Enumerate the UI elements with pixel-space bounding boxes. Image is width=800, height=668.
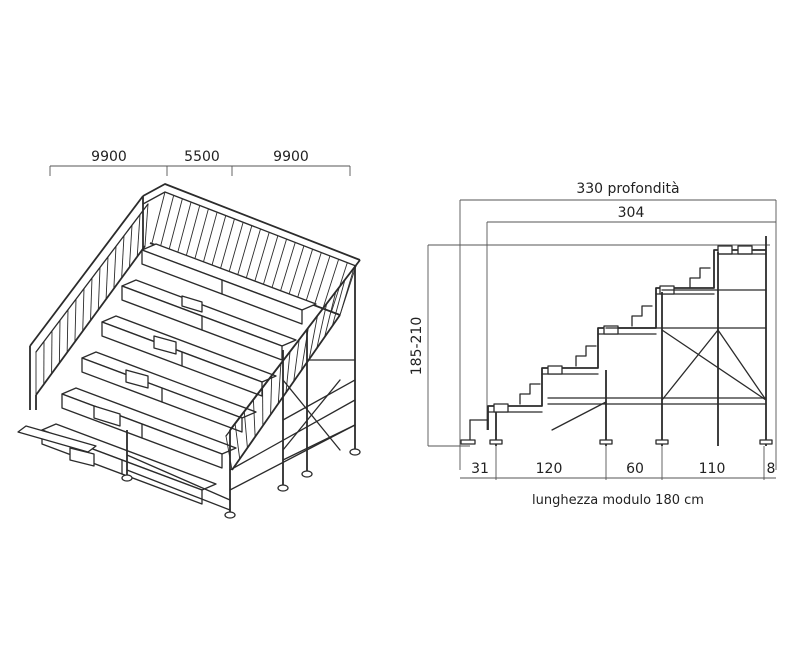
baluster — [185, 205, 201, 257]
baluster — [324, 291, 337, 338]
depth-dimension-lines — [459, 199, 777, 470]
baluster — [97, 267, 101, 310]
riser-detail — [689, 267, 711, 289]
baluster — [82, 288, 85, 332]
baluster — [270, 375, 273, 415]
baluster — [219, 218, 235, 270]
baluster — [254, 232, 270, 283]
baluster — [277, 363, 282, 404]
baluster — [113, 246, 117, 289]
baluster — [322, 259, 340, 309]
baluster — [288, 245, 305, 296]
height-label: 185-210 — [409, 317, 425, 376]
baluster — [237, 225, 253, 276]
side-elevation-view: 330 profondità 304 185-210 — [409, 181, 777, 508]
baluster — [105, 256, 109, 300]
baluster — [128, 225, 133, 268]
step-profile — [487, 245, 766, 430]
support-frame — [35, 265, 361, 519]
baluster — [136, 214, 141, 257]
baluster — [151, 191, 166, 244]
baluster — [66, 309, 69, 353]
baluster — [168, 198, 183, 250]
baluster — [262, 235, 279, 286]
segment-label-5: 8 — [767, 461, 776, 477]
back-railing — [142, 183, 361, 316]
baluster — [279, 242, 296, 293]
dimension-label-right: 9900 — [273, 149, 309, 165]
segment-label-4: 110 — [699, 461, 726, 477]
baluster — [316, 303, 328, 349]
baluster — [271, 238, 287, 289]
left-handrail — [29, 195, 149, 410]
baluster — [202, 212, 218, 263]
step-box — [717, 245, 733, 255]
baluster — [308, 315, 318, 360]
baluster — [331, 279, 346, 327]
step-box — [547, 365, 563, 375]
baluster — [228, 222, 244, 273]
baluster — [160, 195, 175, 247]
baluster — [90, 277, 93, 321]
seating-steps — [41, 243, 317, 505]
dimension-label-left: 9900 — [91, 149, 127, 165]
inner-depth-label: 304 — [618, 205, 645, 221]
height-dimension-line — [427, 244, 770, 447]
baluster — [225, 435, 233, 471]
segment-label-2: 120 — [536, 461, 563, 477]
baluster — [234, 423, 241, 459]
step-box — [603, 325, 619, 335]
segment-label-1: 31 — [471, 461, 489, 477]
baluster — [285, 351, 291, 393]
baluster — [245, 228, 261, 280]
baluster — [74, 299, 77, 342]
isometric-dimension-line — [49, 165, 351, 176]
riser-detail — [575, 345, 597, 367]
baluster — [177, 201, 192, 253]
baluster — [194, 208, 209, 260]
isometric-view: 9900 5500 9900 — [17, 149, 361, 519]
riser-detail — [519, 383, 541, 405]
step-box — [737, 245, 753, 255]
depth-label: 330 profondità — [576, 181, 679, 197]
riser-detail — [631, 305, 653, 327]
module-length-label: lunghezza modulo 180 cm — [532, 493, 704, 508]
baluster — [121, 235, 125, 278]
baluster — [243, 411, 248, 448]
baluster — [339, 267, 355, 316]
step-box — [493, 403, 509, 413]
dimension-label-middle: 5500 — [184, 149, 220, 165]
side-frame — [460, 236, 773, 446]
baluster — [211, 215, 227, 267]
baluster — [293, 339, 300, 382]
bottom-dimension-line — [460, 446, 776, 480]
baluster — [305, 252, 322, 303]
step-boxes — [17, 295, 203, 467]
baluster — [58, 320, 61, 364]
baluster — [313, 255, 331, 306]
baluster — [296, 249, 314, 299]
baluster — [144, 203, 149, 247]
segment-label-3: 60 — [626, 461, 644, 477]
baluster — [252, 399, 256, 437]
